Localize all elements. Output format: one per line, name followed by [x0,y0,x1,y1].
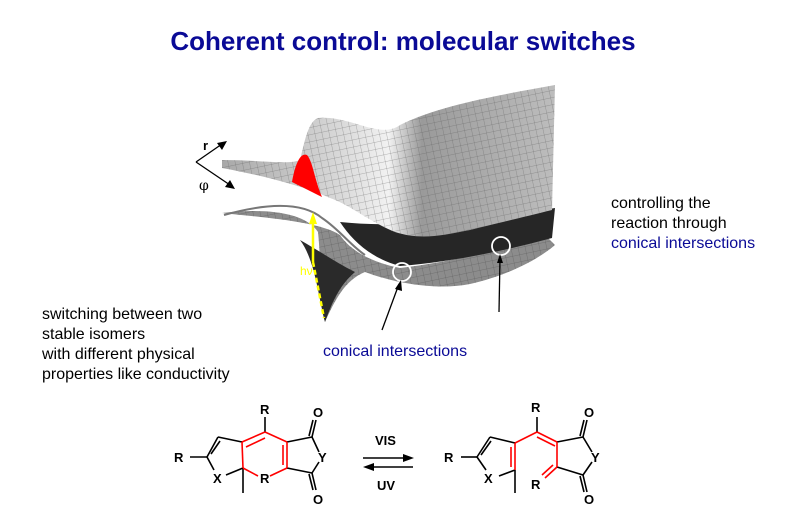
wavepacket [292,154,322,197]
excitation-dashed [311,261,326,319]
chem-label-y: Y [318,450,327,465]
chem-label-y: Y [591,450,600,465]
closed-isomer-structure [190,417,320,493]
axes-icon [195,141,235,189]
vis-label: VIS [375,433,396,448]
open-isomer-structure [461,417,593,493]
chem-label-r: R [260,471,270,486]
ci-circle-2 [491,236,511,256]
left-annotation: switching between two stable isomers wit… [42,305,230,385]
ci-circle-1 [392,262,412,282]
slide-title: Coherent control: molecular switches [170,26,636,56]
chem-label-r: R [531,400,541,415]
chem-label-o: O [313,492,323,507]
hv-label: hν [300,264,313,278]
chem-label-x: X [484,471,493,486]
chem-label-o: O [584,405,594,420]
chem-label-o: O [313,405,323,420]
chem-label-r: R [260,402,270,417]
dark-band [340,208,555,266]
conical-intersections-label: conical intersections [323,343,468,360]
left-text-line: stable isomers [42,326,146,343]
equilibrium-arrows [363,454,414,471]
uv-label: UV [377,478,395,493]
chem-label-r: R [531,477,541,492]
chem-label-r: R [174,450,184,465]
ci-pointer-1 [381,283,400,331]
chem-label-o: O [584,492,594,507]
middle-sheet-edge [223,205,366,256]
right-text-highlight: conical intersections [611,235,756,252]
ci-pointer-2 [498,257,501,313]
axis-r-label: r [203,138,208,153]
left-text-line: switching between two [42,306,203,323]
right-annotation: controlling the reaction through conical… [611,194,755,254]
chem-label-x: X [213,471,222,486]
axis-phi-label: φ [199,178,209,194]
left-text-line: with different physical [42,346,195,363]
right-text-line: reaction through [611,215,727,232]
left-text-line: properties like conductivity [42,366,230,383]
right-text-line: controlling the [611,195,711,212]
chem-label-r: R [444,450,454,465]
